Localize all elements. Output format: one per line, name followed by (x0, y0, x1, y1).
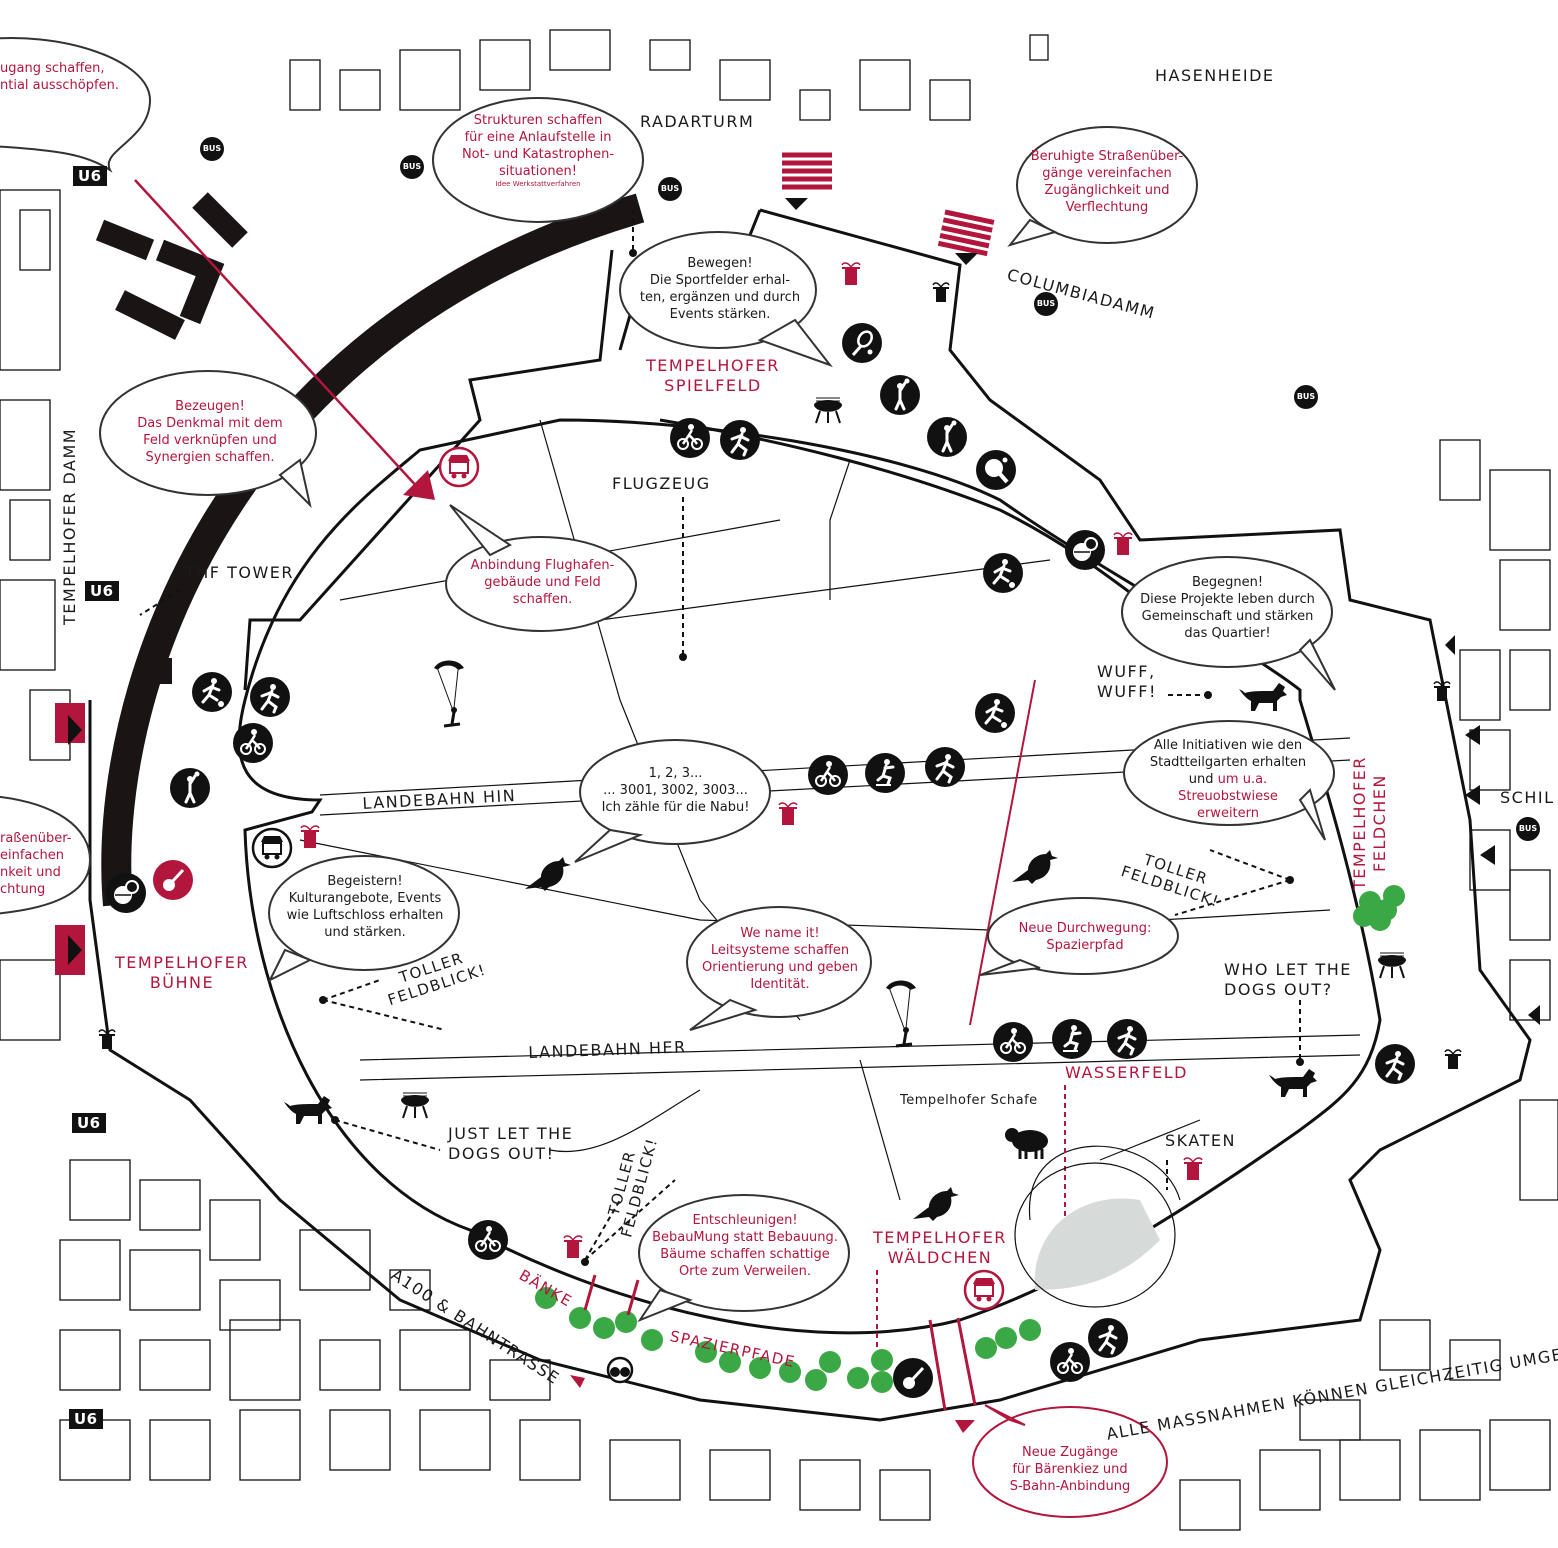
bubble-bewegen: Bewegen! Die Sportfelder erhal- ten, erg… (639, 256, 801, 322)
area-wasserfeld: WASSERFELD (1065, 1063, 1188, 1082)
area-buehne: TEMPELHOFER BÜHNE (115, 953, 249, 992)
dashed-leaders (139, 210, 1301, 1261)
access-markers (583, 1274, 977, 1411)
u6-badge-tower: U6 (85, 581, 119, 601)
bus-stop-5: BUS (1294, 385, 1318, 409)
bus-stop-3: BUS (658, 177, 682, 201)
label-who-let: WHO LET THE DOGS OUT? (1224, 960, 1352, 999)
connection-arrow (134, 179, 1036, 1026)
red-bubbles (972, 1404, 1168, 1518)
area-spielfeld: TEMPELHOFER SPIELFELD (646, 356, 780, 395)
street-hasenheide: HASENHEIDE (1155, 66, 1275, 85)
city-blocks (0, 29, 1558, 1531)
bubble-begegnen: Begegnen! Diese Projekte leben durch Gem… (1140, 575, 1315, 641)
bubble-entschleunigen: Entschleunigen! BebauMung statt Bebauung… (652, 1213, 838, 1279)
label-radarturm: RADARTURM (640, 112, 755, 131)
bubble-strasse-left: raßenüber- einfachen nkeit und chtung (0, 831, 72, 897)
speech-bubbles (0, 37, 1336, 1323)
misc-icons (98, 262, 1462, 1384)
bubble-durchwegung: Neue Durchwegung: Spazierpfad (1018, 921, 1152, 953)
u6-badge-bottom: U6 (69, 1409, 103, 1429)
bubble-zugaenge: Neue Zugänge für Bärenkiez und S-Bahn-An… (1009, 1445, 1131, 1494)
label-wuff: WUFF, WUFF! (1097, 662, 1157, 701)
bubble-strukturen-note: Idee Werkstattverfahren (495, 180, 581, 188)
street-tempelhofer-damm: TEMPELHOFER DAMM (60, 427, 79, 625)
label-thf-tower: THF TOWER (185, 563, 295, 582)
bubble-we-name: We name it! Leitsysteme schaffen Orienti… (702, 926, 858, 992)
street-schil: SCHIL (1500, 788, 1555, 807)
u6-badge-top: U6 (73, 166, 107, 186)
area-waeldchen: TEMPELHOFER WÄLDCHEN (873, 1228, 1007, 1267)
label-schafe: Tempelhofer Schafe (900, 1093, 1038, 1108)
area-feldchen: TEMPELHOFER FELDCHEN (1350, 756, 1389, 890)
bubble-initiativen-highlight: um u.a. Streuobstwiese erweitern (1178, 772, 1278, 821)
label-skaten: SKATEN (1165, 1131, 1236, 1150)
bubble-bezeugen: Bezeugen! Das Denkmal mit dem Feld verkn… (137, 399, 283, 465)
bus-stop-2: BUS (400, 155, 424, 179)
crossing-icons (55, 155, 1540, 1433)
bubble-beruhigte: Beruhigte Straßenüber- gänge vereinfache… (1030, 149, 1184, 215)
bubble-begeistern: Begeistern! Kulturangebote, Events wie L… (286, 874, 444, 940)
bubble-zaehlen: 1, 2, 3... ... 3001, 3002, 3003... Ich z… (601, 766, 750, 815)
bus-stop-6: BUS (1516, 817, 1540, 841)
u6-badge-mid: U6 (72, 1113, 106, 1133)
label-flugzeug: FLUGZEUG (612, 474, 711, 493)
bus-stop-4: BUS (1034, 292, 1058, 316)
bubble-anbindung: Anbindung Flughafen- gebäude und Feld sc… (470, 558, 615, 607)
skate-area (1034, 1198, 1160, 1290)
bus-stop-1: BUS (200, 137, 224, 161)
label-just-let: JUST LET THE DOGS OUT! (448, 1124, 574, 1163)
bubble-zugang: ugang schaffen, ntial ausschöpfen. (0, 61, 119, 93)
bubble-strukturen: Strukturen schaffen für eine Anlaufstell… (433, 112, 643, 189)
bubble-initiativen-text: Alle Initiativen wie den Stadtteilgarten… (1149, 738, 1307, 787)
bubble-initiativen: Alle Initiativen wie den Stadtteilgarten… (1128, 737, 1328, 822)
red-dashed-leaders (876, 1085, 1066, 1360)
